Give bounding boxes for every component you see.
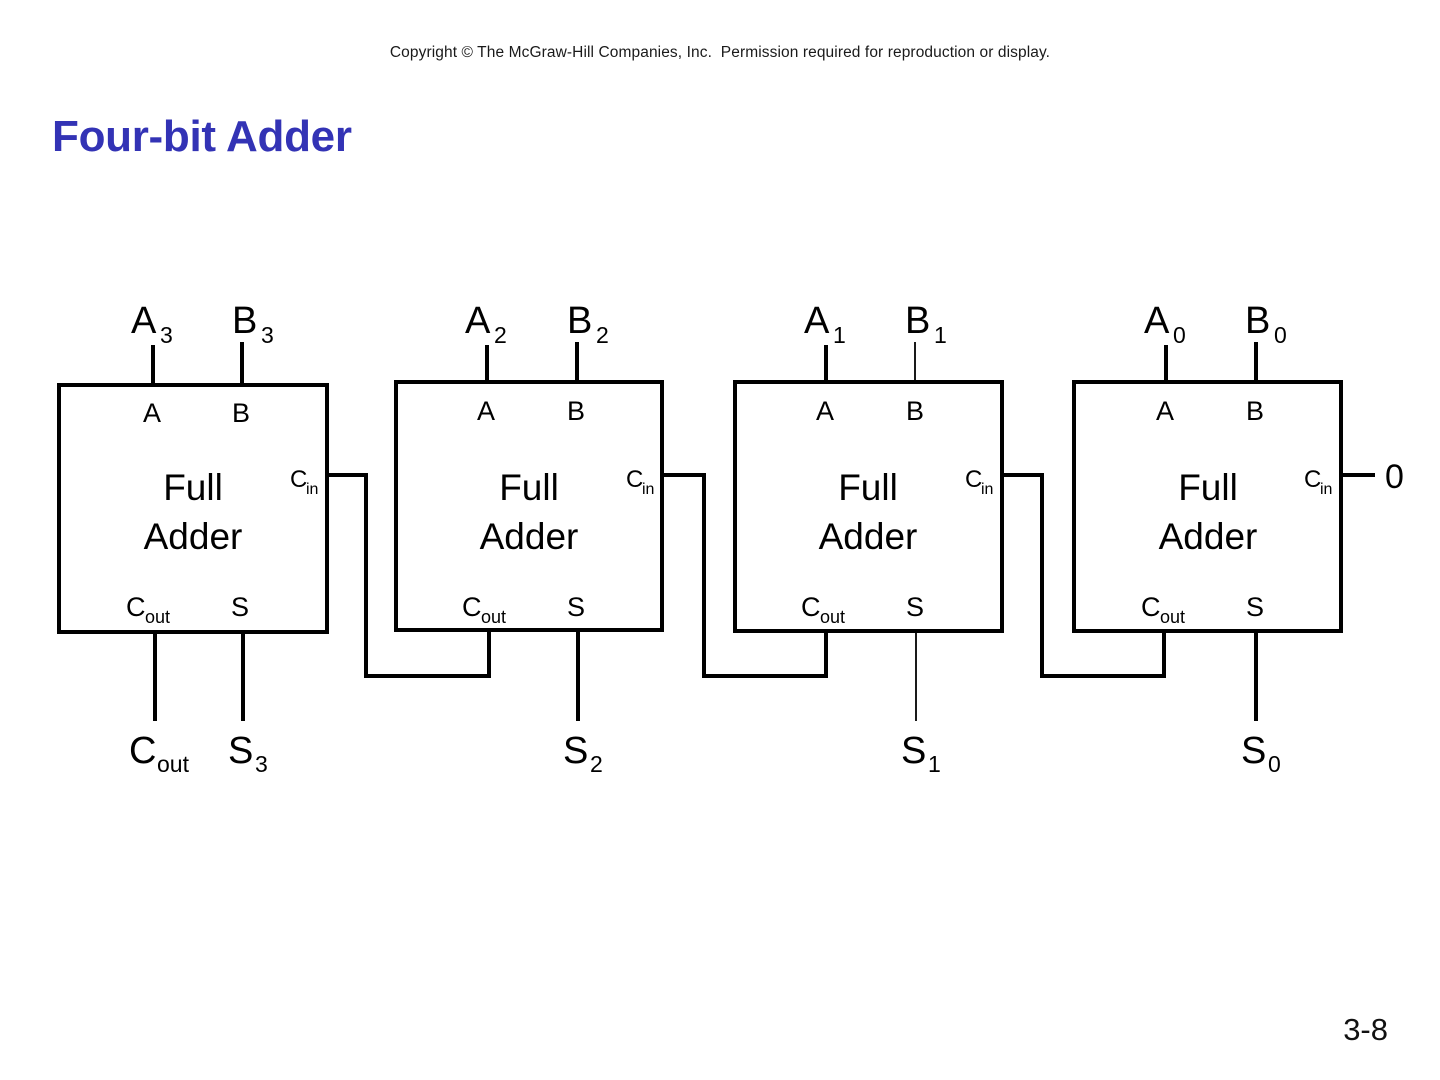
port-label-a-1: A	[816, 396, 834, 426]
carry-wire-stage0-to-stage1	[1002, 473, 1166, 678]
output-label-s0-subscript: 0	[1268, 751, 1281, 777]
input-label-a1-subscript: 1	[833, 322, 846, 348]
port-label-cin-subscript-1: in	[981, 481, 993, 498]
block-name-line1-1: Full	[838, 467, 898, 508]
input-label-b3-subscript: 3	[261, 322, 274, 348]
output-label-s3: S	[228, 730, 253, 772]
port-label-b-1: B	[906, 396, 924, 426]
port-label-cout-subscript-2: out	[481, 607, 506, 627]
full-adder-stage-3: A 3 B 3 A B Full Adder C in C out S C ou…	[57, 300, 329, 777]
block-name-line1-0: Full	[1178, 467, 1238, 508]
port-label-cin-3: C	[290, 466, 307, 493]
output-label-s1: S	[901, 730, 926, 772]
input-label-a1: A	[804, 300, 830, 342]
output-label-s1-subscript: 1	[928, 751, 941, 777]
block-name-line1-3: Full	[163, 467, 223, 508]
output-label-s2: S	[563, 730, 588, 772]
port-label-cout-0: C	[1141, 592, 1161, 622]
output-label-s3-subscript: 3	[255, 751, 268, 777]
port-label-a-3: A	[143, 398, 161, 428]
port-label-cout-subscript-3: out	[145, 607, 170, 627]
input-label-b2: B	[567, 300, 592, 342]
carry-wire-stage1-to-stage2	[662, 473, 828, 678]
full-adder-block-1	[733, 380, 1004, 633]
port-label-cin-1: C	[965, 466, 982, 493]
full-adder-block-3	[57, 383, 329, 634]
output-label-carry-out: C	[129, 730, 156, 772]
input-label-b1-subscript: 1	[934, 322, 947, 348]
full-adder-block-2	[394, 380, 664, 632]
port-label-s-3: S	[231, 592, 249, 622]
carry-wire-stage2-to-stage3	[327, 473, 491, 678]
block-name-line2-1: Adder	[819, 516, 918, 557]
input-label-a0-subscript: 0	[1173, 322, 1186, 348]
port-label-b-0: B	[1246, 396, 1264, 426]
input-label-a3: A	[131, 300, 157, 342]
port-label-cin-subscript-0: in	[1320, 481, 1332, 498]
input-label-b0: B	[1245, 300, 1270, 342]
input-label-a2: A	[465, 300, 491, 342]
port-label-a-2: A	[477, 396, 495, 426]
port-label-cin-0: C	[1304, 466, 1321, 493]
port-label-s-0: S	[1246, 592, 1264, 622]
input-label-a2-subscript: 2	[494, 322, 507, 348]
carry-in-constant-label: 0	[1385, 458, 1404, 496]
output-label-s0: S	[1241, 730, 1266, 772]
page-title: Four-bit Adder	[52, 112, 352, 161]
block-name-line2-2: Adder	[480, 516, 579, 557]
block-name-line2-3: Adder	[144, 516, 243, 557]
input-label-b1: B	[905, 300, 930, 342]
page-number: 3-8	[1343, 1012, 1388, 1047]
full-adder-stage-1: A 1 B 1 A B Full Adder C in C out S S 1	[733, 300, 1004, 777]
full-adder-stage-0: A 0 B 0 A B Full Adder C in C out S S 0	[1072, 300, 1343, 777]
full-adder-stage-2: A 2 B 2 A B Full Adder C in C out S S 2	[394, 300, 664, 777]
port-label-s-1: S	[906, 592, 924, 622]
output-label-s2-subscript: 2	[590, 751, 603, 777]
copyright-notice: Copyright © The McGraw-Hill Companies, I…	[389, 44, 1051, 61]
output-label-carry-out-subscript: out	[157, 751, 190, 777]
input-label-b0-subscript: 0	[1274, 322, 1287, 348]
port-label-cout-1: C	[801, 592, 821, 622]
port-label-cin-subscript-2: in	[642, 481, 654, 498]
input-label-b3: B	[232, 300, 257, 342]
port-label-cin-subscript-3: in	[306, 481, 318, 498]
port-label-cout-subscript-0: out	[1160, 607, 1185, 627]
port-label-b-2: B	[567, 396, 585, 426]
port-label-b-3: B	[232, 398, 250, 428]
block-name-line1-2: Full	[499, 467, 559, 508]
input-label-b2-subscript: 2	[596, 322, 609, 348]
block-name-line2-0: Adder	[1159, 516, 1258, 557]
port-label-cout-3: C	[126, 592, 146, 622]
input-label-a0: A	[1144, 300, 1170, 342]
port-label-cin-2: C	[626, 466, 643, 493]
port-label-a-0: A	[1156, 396, 1174, 426]
full-adder-block-0	[1072, 380, 1343, 633]
port-label-cout-subscript-1: out	[820, 607, 845, 627]
input-label-a3-subscript: 3	[160, 322, 173, 348]
port-label-cout-2: C	[462, 592, 482, 622]
port-label-s-2: S	[567, 592, 585, 622]
